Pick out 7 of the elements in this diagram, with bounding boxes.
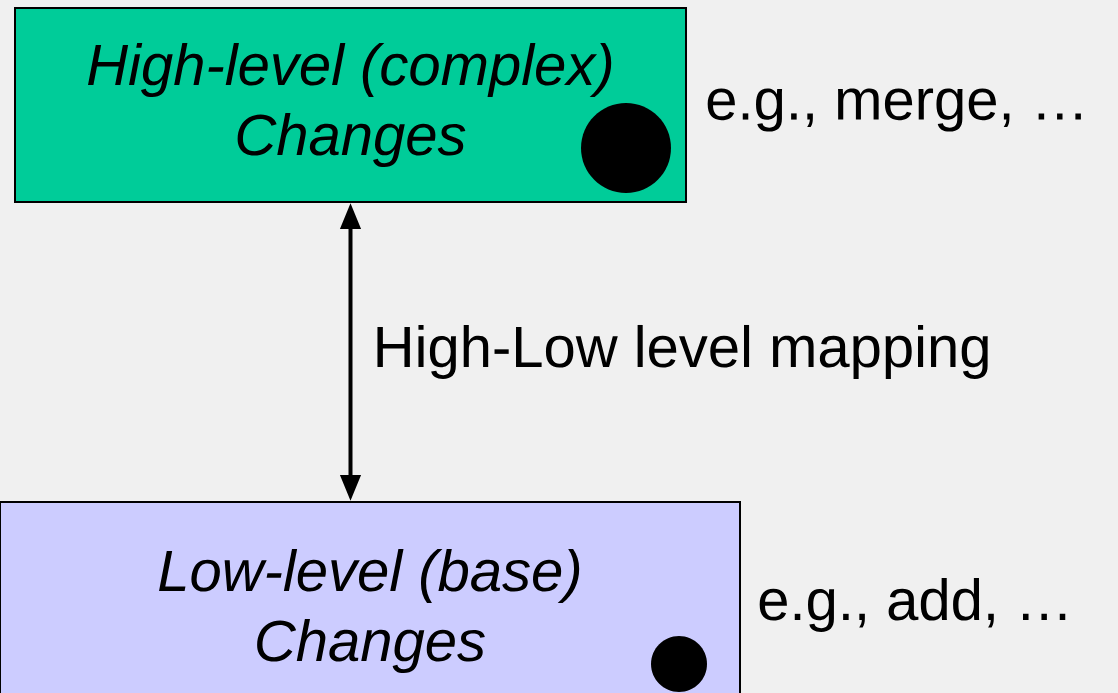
dot-marker (581, 103, 671, 193)
process-box: High-level (complex) Changes (14, 7, 687, 203)
edge-label: High-Low level mapping (377, 324, 988, 380)
example-note: e.g., merge, … (707, 88, 1081, 132)
process-box: Low-level (base) Changes (0, 501, 741, 693)
example-note: e.g., add, … (759, 577, 1066, 633)
dot-marker (651, 636, 707, 692)
